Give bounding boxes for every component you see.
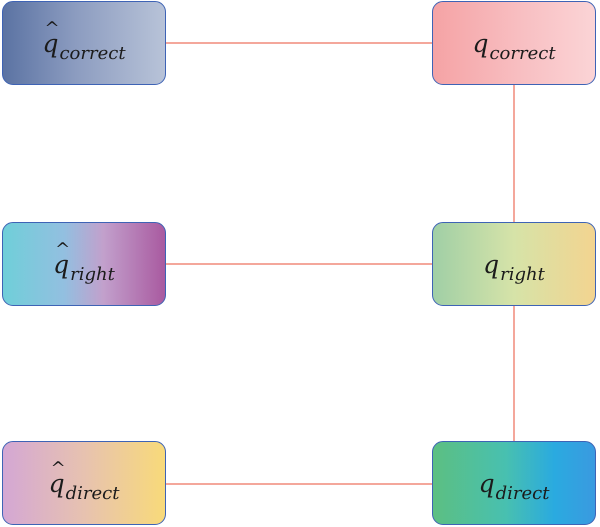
hat-accent: ^ (44, 17, 60, 39)
node-symbol: ^q (48, 459, 66, 498)
node-subscript: correct (489, 42, 556, 64)
symbol-letter: q (472, 28, 489, 58)
node-subscript: direct (65, 482, 120, 504)
node-symbol: q (483, 252, 499, 277)
node-symbol: ^q (42, 19, 59, 58)
node-subscript: direct (495, 482, 550, 504)
symbol-letter: q (478, 468, 495, 498)
symbol-letter: q (42, 28, 59, 58)
symbol-letter: q (48, 468, 65, 498)
node-symbol: q (479, 471, 495, 496)
node-symbol: ^q (53, 240, 70, 279)
node-subscript: correct (59, 42, 126, 64)
hat-accent: ^ (55, 238, 71, 260)
node-subscript: right (500, 263, 545, 285)
node-symbol: q (472, 31, 488, 56)
symbol-letter: q (53, 249, 70, 279)
hat-accent: ^ (50, 457, 66, 479)
symbol-letter: q (483, 249, 500, 279)
node-subscript: right (70, 263, 115, 285)
